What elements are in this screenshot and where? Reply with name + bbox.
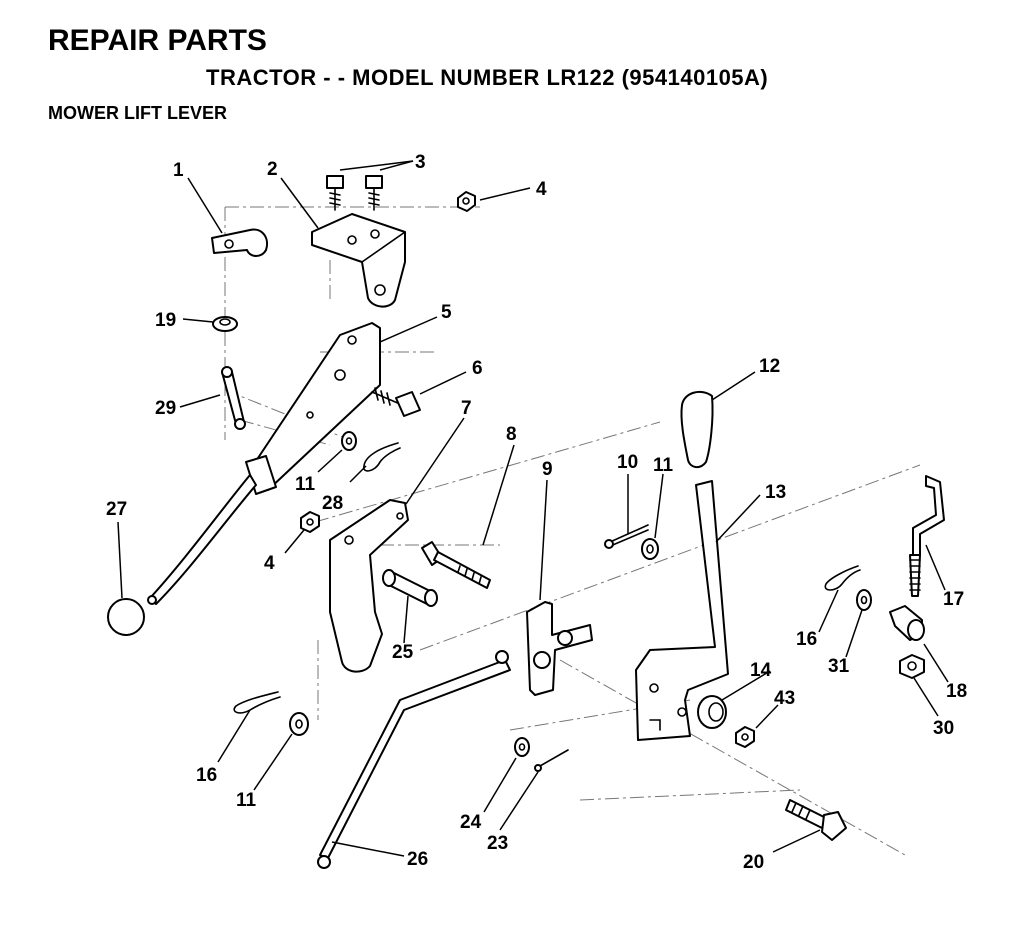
callout-25: 25 — [392, 642, 414, 663]
callout-13: 13 — [765, 482, 786, 503]
part-17-adjust-rod — [909, 475, 945, 597]
part-5-lift-arm — [147, 322, 381, 605]
part-14-bushing — [697, 695, 727, 729]
part-26-lift-rod — [317, 650, 511, 869]
callout-11-mid: 11 — [653, 455, 674, 476]
callout-11-lower: 11 — [236, 790, 257, 811]
callout-28: 28 — [322, 493, 343, 514]
callout-17: 17 — [943, 589, 964, 610]
part-10-cotter-pin — [604, 524, 649, 549]
callout-43: 43 — [774, 688, 795, 709]
part-31-washer — [856, 589, 872, 611]
callout-2: 2 — [267, 159, 278, 180]
callout-27: 27 — [106, 499, 127, 520]
part-12-handle-grip — [680, 390, 714, 468]
part-2-bracket — [311, 213, 406, 308]
callout-9: 9 — [542, 459, 553, 480]
part-6-bolt — [371, 387, 421, 417]
callout-26: 26 — [407, 849, 428, 870]
part-30-nut — [899, 654, 925, 679]
part-3-bolts — [326, 175, 383, 211]
callout-10: 10 — [617, 452, 638, 473]
callout-5: 5 — [441, 302, 452, 323]
alignment-lines — [224, 206, 921, 856]
callout-4-upper: 4 — [536, 179, 547, 200]
callout-8: 8 — [506, 424, 517, 445]
callout-23: 23 — [487, 833, 508, 854]
model-subtitle: TRACTOR - - MODEL NUMBER LR122 (95414010… — [206, 65, 769, 90]
leader-lines — [117, 160, 949, 857]
callout-4-lower: 4 — [264, 553, 275, 574]
callout-29: 29 — [155, 398, 176, 419]
part-43-nut — [735, 726, 755, 748]
part-4-nut-lower — [300, 511, 320, 533]
callout-7: 7 — [461, 398, 472, 419]
part-19-nut — [212, 316, 238, 332]
callout-11-upper: 11 — [295, 474, 316, 495]
part-28-hairpin — [363, 442, 401, 472]
page-title: REPAIR PARTS — [48, 24, 267, 57]
callout-6: 6 — [472, 358, 483, 379]
callout-16-left: 16 — [196, 765, 217, 786]
callout-18: 18 — [946, 681, 967, 702]
part-13-lever — [635, 480, 729, 741]
part-9-link-plate — [526, 601, 593, 696]
section-heading: MOWER LIFT LEVER — [48, 103, 227, 123]
callout-20: 20 — [743, 852, 764, 873]
callout-12: 12 — [759, 356, 780, 377]
callout-24: 24 — [460, 812, 482, 833]
part-11-washer-upper — [341, 431, 357, 451]
part-11-washer-mid — [641, 538, 659, 560]
part-7-lever-plate — [329, 499, 409, 673]
part-25-spacer — [382, 569, 438, 607]
part-20-bolt — [785, 799, 847, 841]
part-8-bolt — [421, 541, 491, 589]
part-16-hairpin-left — [233, 691, 281, 714]
part-1-clip — [211, 228, 268, 257]
part-18-trunnion — [889, 605, 925, 641]
callout-30: 30 — [933, 718, 954, 739]
part-23-cotter-pin — [534, 749, 569, 772]
callout-1: 1 — [173, 160, 184, 181]
callout-16-right: 16 — [796, 629, 817, 650]
part-16-hairpin-right — [824, 565, 861, 591]
callout-14: 14 — [750, 660, 772, 681]
callout-19: 19 — [155, 310, 176, 331]
part-4-nut-upper — [457, 191, 476, 212]
part-11-washer-lower — [289, 712, 309, 736]
part-24-washer — [514, 737, 530, 757]
part-29-link — [221, 366, 246, 430]
callout-31: 31 — [828, 656, 850, 677]
part-27-knob — [107, 598, 145, 636]
callout-labels: 1 2 3 4 4 5 6 7 8 9 10 11 11 11 12 13 14… — [106, 152, 967, 873]
callout-3: 3 — [415, 152, 426, 173]
